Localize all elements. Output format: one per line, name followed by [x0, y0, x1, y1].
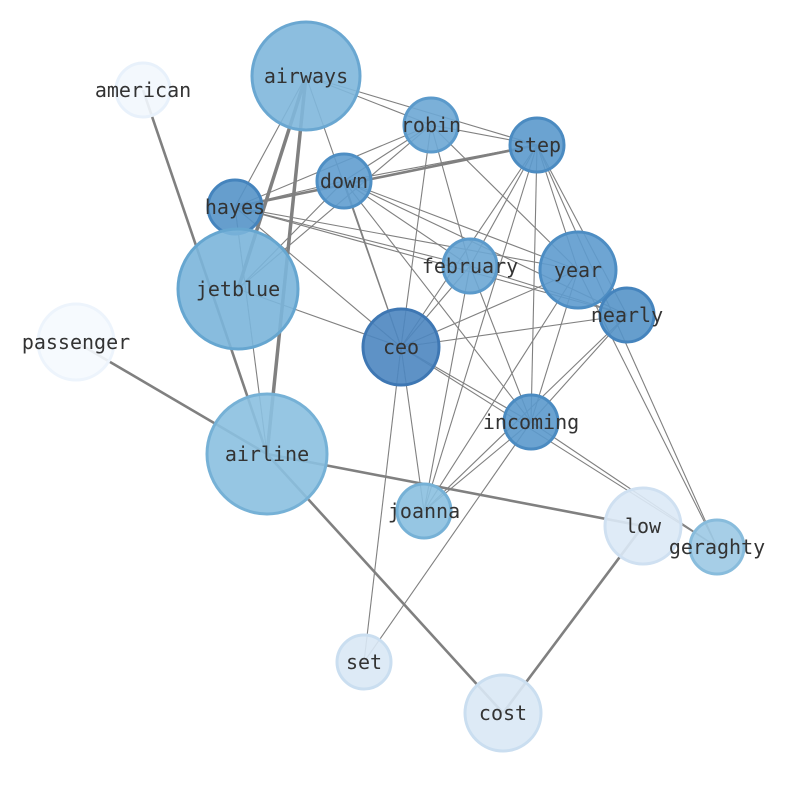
- node-circle-nearly: [598, 286, 656, 344]
- edge-step-hayes: [234, 143, 538, 209]
- node-joanna: joanna: [388, 482, 460, 540]
- node-label-year: year: [554, 258, 602, 282]
- node-label-step: step: [513, 133, 561, 157]
- node-circle-incoming: [502, 393, 560, 451]
- edge-airline-low: [266, 452, 644, 528]
- edge-step-geraghty: [536, 144, 718, 548]
- edge-down-year: [343, 180, 579, 271]
- node-circle-february: [441, 237, 499, 295]
- node-circle-down: [315, 152, 373, 210]
- edge-layer: [75, 75, 718, 714]
- node-circle-joanna: [395, 482, 453, 540]
- node-label-jetblue: jetblue: [196, 277, 280, 301]
- edge-hayes-february: [234, 206, 471, 267]
- edge-step-joanna: [423, 144, 538, 512]
- node-label-ceo: ceo: [383, 335, 419, 359]
- node-label-set: set: [346, 650, 382, 674]
- node-label-low: low: [625, 514, 662, 538]
- node-circle-year: [538, 230, 618, 310]
- node-label-american: american: [95, 78, 191, 102]
- edge-february-joanna: [423, 265, 471, 512]
- node-label-hayes: hayes: [205, 195, 265, 219]
- node-airline: airline: [205, 392, 329, 516]
- node-circle-robin: [402, 96, 460, 154]
- node-circle-american: [114, 61, 172, 119]
- edge-incoming-geraghty: [530, 421, 718, 548]
- edge-incoming-set: [363, 421, 532, 663]
- node-circle-passenger: [36, 302, 116, 382]
- node-circle-airline: [205, 392, 329, 516]
- node-hayes: hayes: [205, 178, 265, 236]
- node-label-down: down: [320, 169, 368, 193]
- node-label-cost: cost: [479, 701, 527, 725]
- node-label-airline: airline: [225, 442, 309, 466]
- node-circle-jetblue: [176, 227, 300, 351]
- node-step: step: [508, 116, 566, 174]
- node-february: february: [422, 237, 518, 295]
- node-low: low: [603, 486, 683, 566]
- node-circle-cost: [463, 673, 543, 753]
- node-label-nearly: nearly: [591, 303, 663, 327]
- node-passenger: passenger: [22, 302, 130, 382]
- node-circle-low: [603, 486, 683, 566]
- node-geraghty: geraghty: [669, 518, 765, 576]
- edge-hayes-year: [234, 206, 579, 271]
- edge-down-incoming: [343, 180, 532, 423]
- node-nearly: nearly: [591, 286, 663, 344]
- node-circle-ceo: [361, 307, 441, 387]
- node-ceo: ceo: [361, 307, 441, 387]
- node-american: american: [95, 61, 191, 119]
- node-incoming: incoming: [483, 393, 579, 451]
- node-year: year: [538, 230, 618, 310]
- node-circle-step: [508, 116, 566, 174]
- node-circle-airways: [250, 20, 362, 132]
- node-label-robin: robin: [401, 113, 461, 137]
- edge-year-joanna: [423, 269, 579, 512]
- node-set: set: [335, 633, 393, 691]
- node-down: down: [315, 152, 373, 210]
- node-cost: cost: [463, 673, 543, 753]
- node-circle-set: [335, 633, 393, 691]
- node-jetblue: jetblue: [176, 227, 300, 351]
- node-label-incoming: incoming: [483, 410, 579, 434]
- node-robin: robin: [401, 96, 461, 154]
- node-airways: airways: [250, 20, 362, 132]
- node-label-airways: airways: [264, 64, 348, 88]
- node-label-february: february: [422, 254, 518, 278]
- edge-step-incoming: [530, 144, 538, 423]
- node-layer: airways american robin step down hayes jetblue…: [22, 20, 765, 753]
- node-label-passenger: passenger: [22, 330, 130, 354]
- node-circle-geraghty: [688, 518, 746, 576]
- edge-ceo-set: [363, 346, 402, 663]
- node-label-geraghty: geraghty: [669, 535, 765, 559]
- node-label-joanna: joanna: [388, 499, 460, 523]
